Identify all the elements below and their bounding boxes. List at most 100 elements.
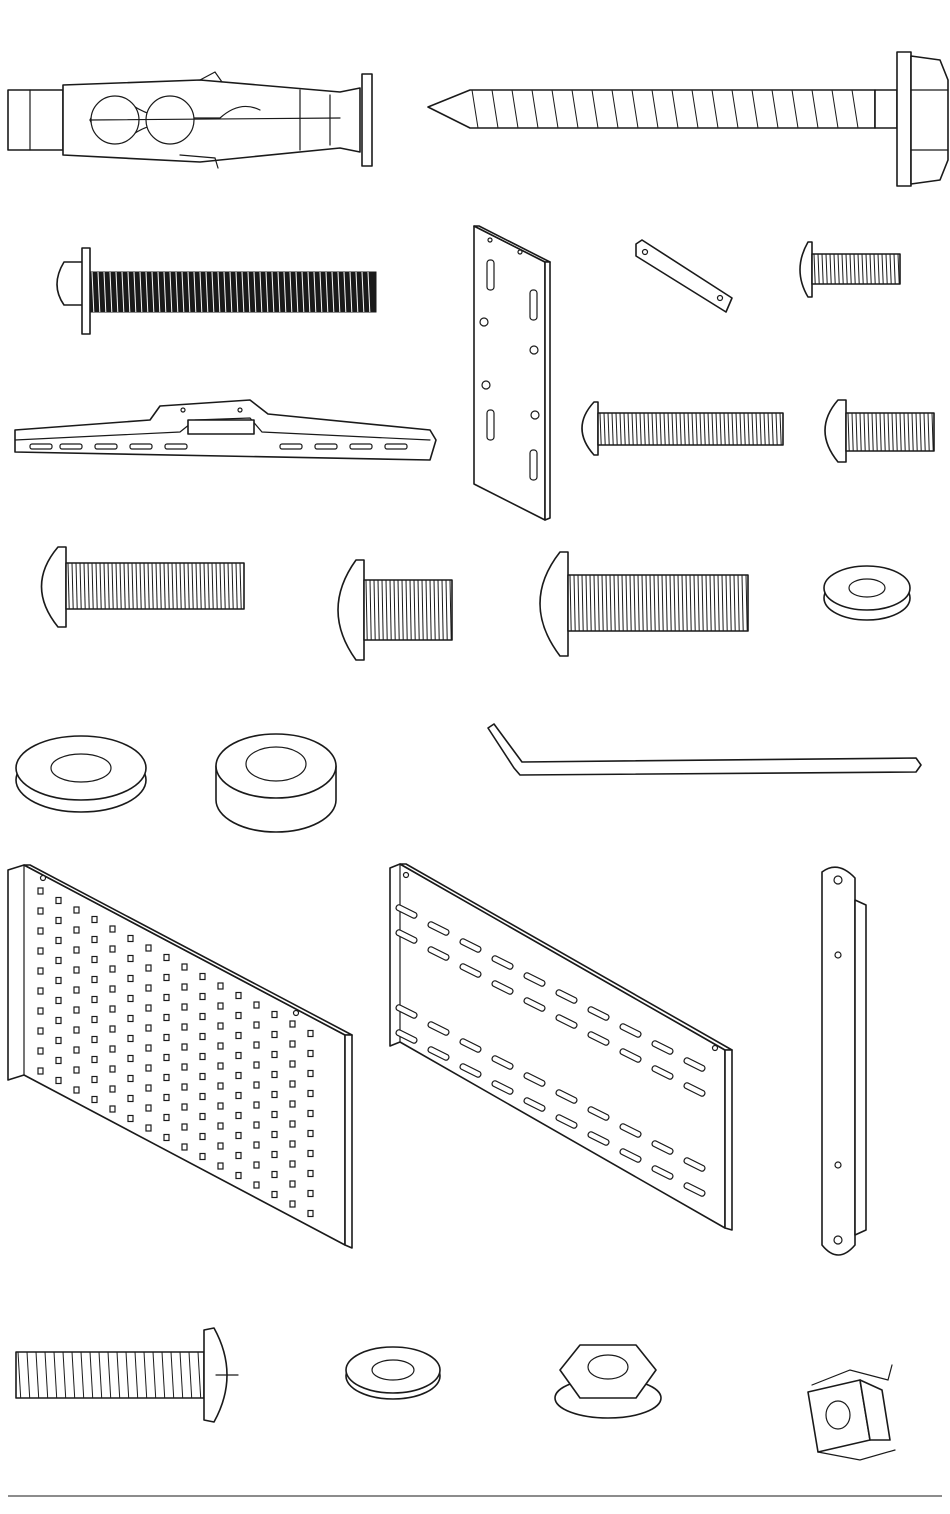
bracket-hole xyxy=(290,1101,295,1107)
bracket-hole xyxy=(128,976,133,982)
bracket-hole xyxy=(218,1163,223,1169)
bracket-hole xyxy=(164,1035,169,1041)
bracket-hole xyxy=(128,996,133,1002)
bracket-hole xyxy=(38,928,43,934)
bracket-hole xyxy=(308,1151,313,1157)
bracket-hole xyxy=(200,1154,205,1160)
bracket-hole xyxy=(254,1002,259,1008)
bracket-hole xyxy=(308,1171,313,1177)
bracket-hole xyxy=(218,1003,223,1009)
bracket-hole xyxy=(290,1141,295,1147)
bracket-hole xyxy=(272,1072,277,1078)
rail-slot xyxy=(165,444,187,449)
bracket-hole xyxy=(56,1018,61,1024)
bracket-hole xyxy=(308,1051,313,1057)
bracket-hole xyxy=(200,1134,205,1140)
bracket-hole xyxy=(92,1097,97,1103)
bracket-hole xyxy=(92,1077,97,1083)
bracket-hole xyxy=(218,983,223,989)
allen-key-icon xyxy=(488,724,921,775)
bracket-hole xyxy=(236,1113,241,1119)
bracket-hole xyxy=(128,956,133,962)
bracket-hole xyxy=(200,994,205,1000)
bracket-hole xyxy=(254,1162,259,1168)
bracket-hole xyxy=(38,1068,43,1074)
bracket-hole xyxy=(38,1048,43,1054)
bracket-hole xyxy=(290,1181,295,1187)
bracket-hole xyxy=(308,1191,313,1197)
bracket-hole xyxy=(74,987,79,993)
bracket-hole xyxy=(164,1095,169,1101)
bracket-hole xyxy=(56,998,61,1004)
bracket-hole xyxy=(218,1063,223,1069)
rail-slot xyxy=(315,444,337,449)
bracket-hole xyxy=(128,1096,133,1102)
bracket-hole xyxy=(110,926,115,932)
bracket-hole xyxy=(236,1073,241,1079)
bracket-hole xyxy=(272,1112,277,1118)
bracket-hole xyxy=(128,1056,133,1062)
vertical-adapter-plate-icon xyxy=(474,226,550,520)
bracket-hole xyxy=(236,1033,241,1039)
bracket-hole xyxy=(38,1008,43,1014)
bracket-hole xyxy=(236,1013,241,1019)
bracket-hole xyxy=(182,1024,187,1030)
bracket-hole xyxy=(128,1076,133,1082)
bracket-hole xyxy=(290,1201,295,1207)
bracket-hole xyxy=(146,1045,151,1051)
bracket-hole xyxy=(110,1026,115,1032)
bracket-hole xyxy=(254,1182,259,1188)
bracket-hole xyxy=(200,1114,205,1120)
bracket-hole xyxy=(308,1111,313,1117)
button-head-screw-icon xyxy=(825,400,934,462)
bracket-hole xyxy=(254,1102,259,1108)
bracket-hole xyxy=(56,918,61,924)
bracket-hole xyxy=(218,1123,223,1129)
bracket-hole xyxy=(290,1081,295,1087)
bracket-hole xyxy=(74,1007,79,1013)
bracket-hole xyxy=(146,1065,151,1071)
spacer-icon xyxy=(216,734,336,832)
rail-slot xyxy=(95,444,117,449)
rail-slot xyxy=(350,444,372,449)
bracket-hole xyxy=(146,1125,151,1131)
bracket-hole xyxy=(164,1055,169,1061)
bracket-hole xyxy=(272,1192,277,1198)
bracket-hole xyxy=(272,1152,277,1158)
bracket-hole xyxy=(56,1078,61,1084)
bracket-hole xyxy=(182,1084,187,1090)
bracket-hole xyxy=(200,974,205,980)
hex-lag-bolt-icon xyxy=(428,52,948,186)
bracket-hole xyxy=(38,908,43,914)
bracket-hole xyxy=(182,964,187,970)
bracket-hole xyxy=(92,997,97,1003)
button-head-screw-icon xyxy=(582,402,783,455)
bracket-hole xyxy=(200,1094,205,1100)
bracket-hole xyxy=(308,1031,313,1037)
bracket-hole xyxy=(38,1028,43,1034)
bracket-hole xyxy=(128,1116,133,1122)
bracket-hole xyxy=(164,1115,169,1121)
bracket-hole xyxy=(164,1075,169,1081)
slotted-bracket-icon xyxy=(390,864,732,1230)
bracket-hole xyxy=(254,1142,259,1148)
bracket-hole xyxy=(254,1022,259,1028)
bracket-hole xyxy=(236,993,241,999)
toggle-wall-anchor-icon xyxy=(8,72,372,168)
bracket-hole xyxy=(92,1057,97,1063)
bracket-hole xyxy=(146,985,151,991)
rail-slot xyxy=(385,444,407,449)
bracket-hole xyxy=(254,1082,259,1088)
bracket-hole xyxy=(218,1023,223,1029)
bracket-hole xyxy=(92,937,97,943)
bracket-hole xyxy=(308,1091,313,1097)
wall-rail-icon xyxy=(15,400,436,460)
bracket-hole xyxy=(236,1153,241,1159)
button-head-screw-icon xyxy=(800,242,900,297)
bracket-hole xyxy=(182,1144,187,1150)
bracket-hole xyxy=(182,1124,187,1130)
rail-slot xyxy=(60,444,82,449)
bracket-hole xyxy=(254,1062,259,1068)
bracket-hole xyxy=(236,1053,241,1059)
